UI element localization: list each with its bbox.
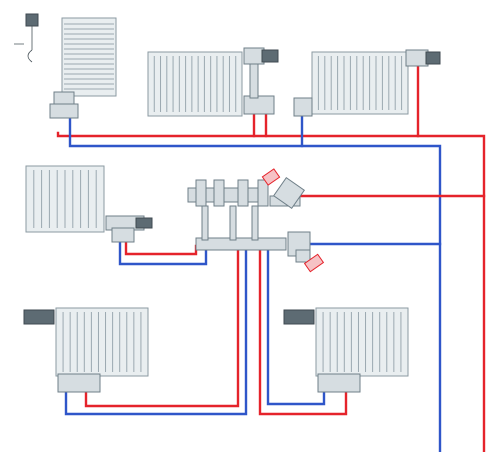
towel-radiator (14, 13, 117, 119)
top-return-pipe (68, 116, 442, 452)
manifold (187, 179, 301, 251)
top-supply-pipe (56, 131, 486, 452)
mid-radiator-return (118, 238, 208, 266)
middle-radiator (25, 165, 153, 243)
lower-left-return (64, 242, 248, 416)
upper-radiator-1 (147, 51, 243, 117)
lower-right-radiator (283, 307, 409, 393)
upper-radiator-2-valves (243, 47, 279, 115)
lower-left-radiator (23, 307, 149, 393)
lower-right-supply (258, 242, 348, 416)
lower-right-return (266, 242, 326, 406)
mid-radiator-supply (124, 238, 198, 256)
upper-radiator-3 (293, 49, 441, 117)
pump-group-lower (287, 231, 325, 273)
lower-left-supply (84, 242, 240, 408)
pump-group-upper (261, 168, 306, 210)
pipe-network (56, 64, 486, 452)
